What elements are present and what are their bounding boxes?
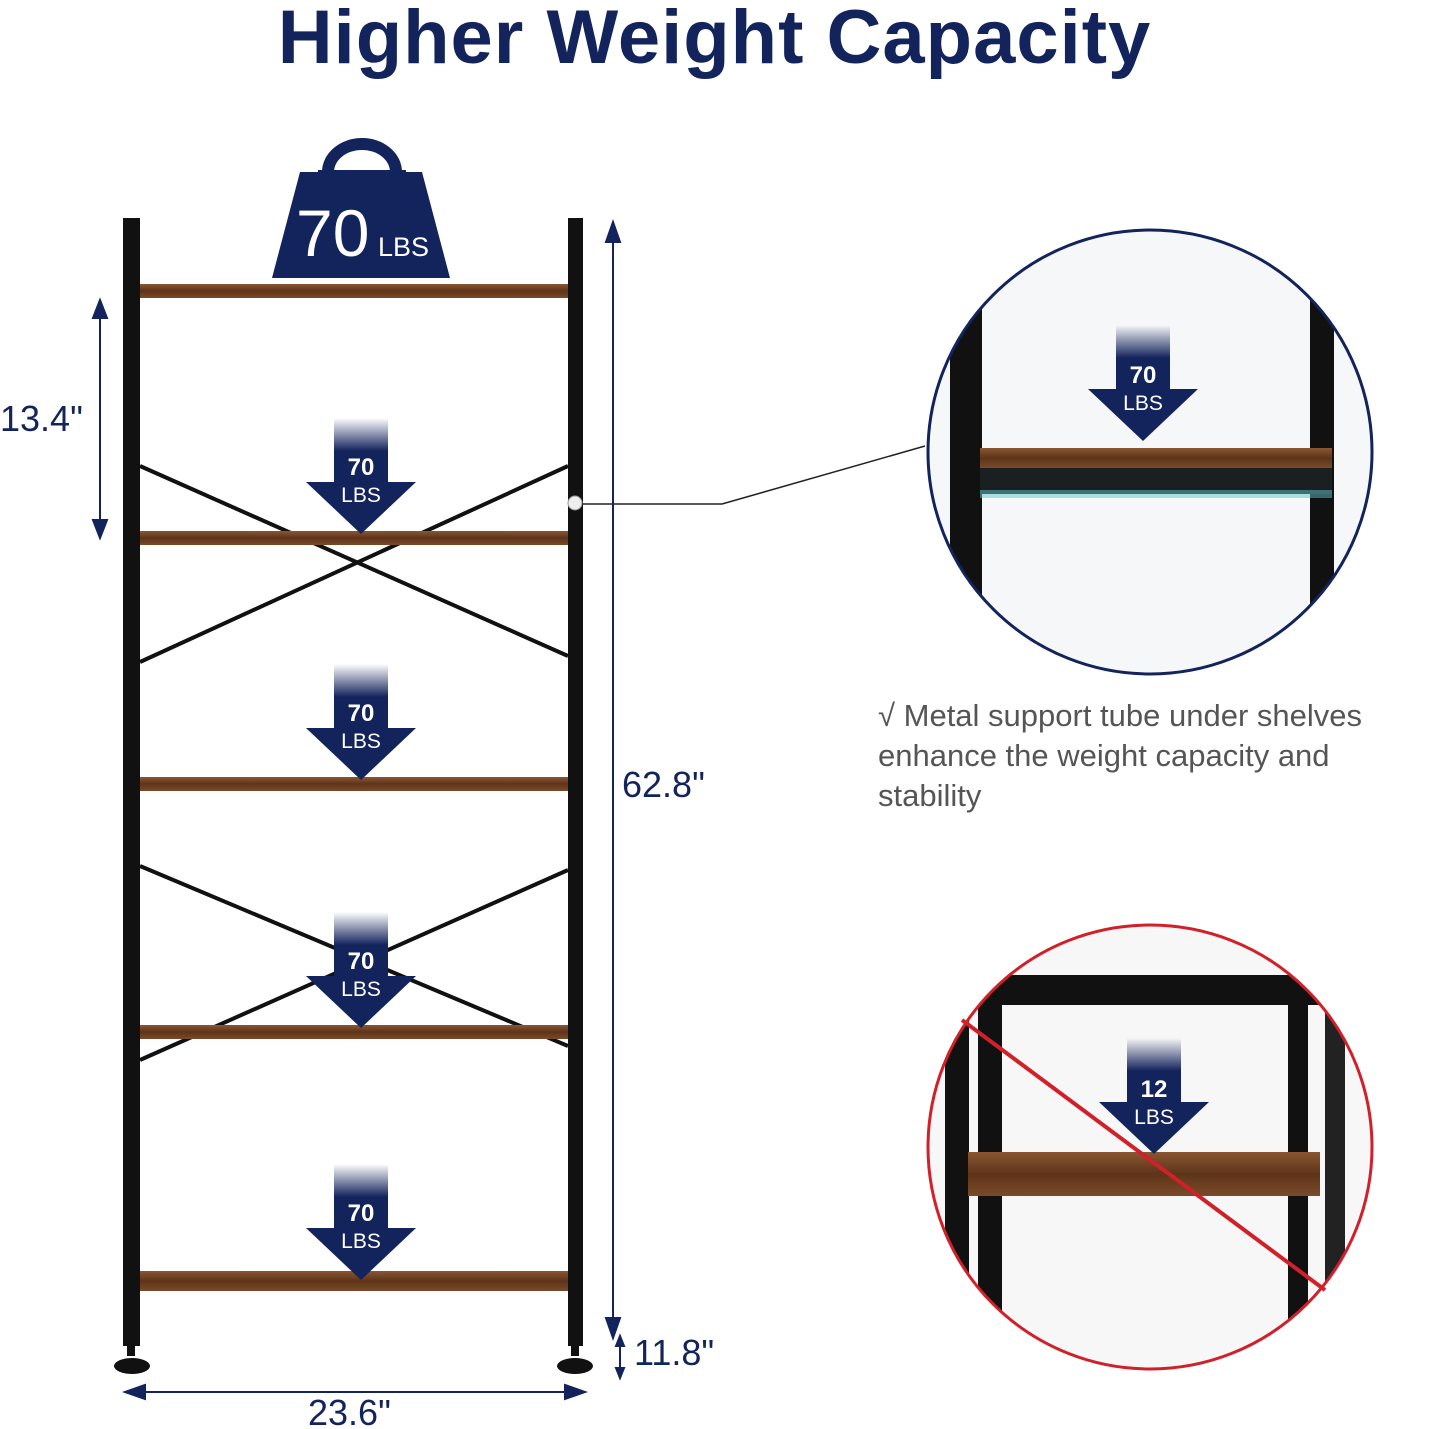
left-post xyxy=(123,218,140,1346)
feature-note: √ Metal support tube under shelves enhan… xyxy=(878,698,1363,813)
height-dimension: 62.8" xyxy=(622,764,705,805)
clearance-dimension: 11.8" xyxy=(634,1332,715,1373)
weight-icon xyxy=(272,138,450,278)
top-weight-unit: LBS xyxy=(378,232,430,262)
detail-circle-good xyxy=(928,230,1372,674)
prohibited-slash xyxy=(960,1018,1327,1292)
page-title: Higher Weight Capacity xyxy=(277,0,1152,80)
right-post xyxy=(568,218,583,1346)
dimension-lines xyxy=(91,218,626,1401)
feet xyxy=(114,1340,593,1374)
shelves xyxy=(138,284,570,1291)
detail-circle-bad xyxy=(928,925,1372,1369)
shelf-gap-dimension: 13.4" xyxy=(0,398,83,439)
top-weight-value: 70 xyxy=(296,196,370,270)
load-arrows xyxy=(306,418,416,1280)
callout-line xyxy=(582,445,926,505)
width-dimension: 23.6" xyxy=(308,1392,391,1429)
